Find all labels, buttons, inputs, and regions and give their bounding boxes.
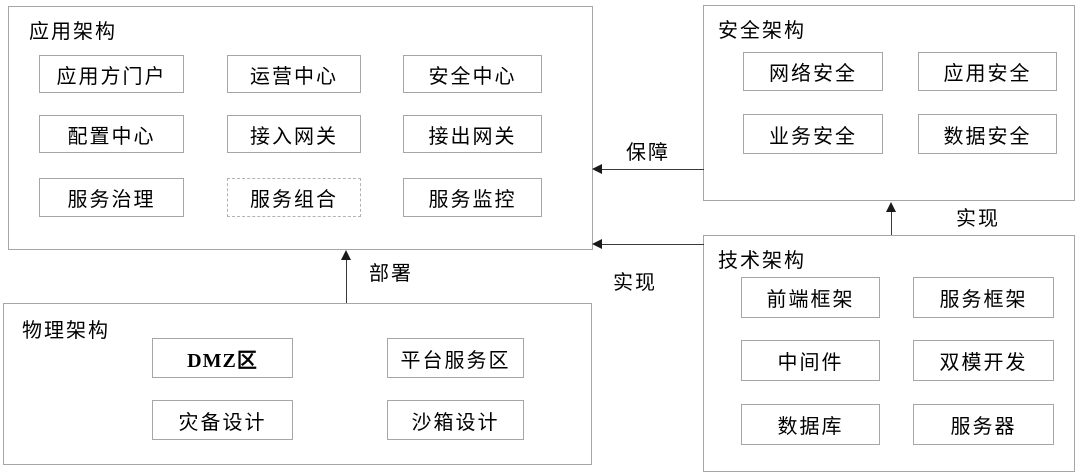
arrow-up-head-icon [341, 250, 351, 260]
group-security-architecture: 安全架构 网络安全 应用安全 业务安全 数据安全 [703, 5, 1075, 201]
item-service-framework: 服务框架 [913, 277, 1054, 318]
item-application-security: 应用安全 [918, 52, 1057, 91]
group-security-architecture-title: 安全架构 [718, 20, 806, 42]
item-data-security: 数据安全 [918, 114, 1057, 154]
arrow-realize-tech-to-security-label: 实现 [956, 202, 1000, 231]
item-dmz-zone: DMZ区 [152, 338, 293, 378]
group-physical-architecture: 物理架构 DMZ区 平台服务区 灾备设计 沙箱设计 [3, 303, 592, 465]
item-security-center: 安全中心 [403, 55, 542, 93]
item-service-monitoring: 服务监控 [403, 178, 542, 217]
arrow-left-head-icon [592, 239, 602, 249]
item-business-security: 业务安全 [743, 114, 883, 154]
item-frontend-framework: 前端框架 [741, 277, 880, 318]
group-technology-architecture-title: 技术架构 [718, 250, 806, 272]
arrow-deploy-line [346, 259, 347, 303]
arrow-realize-tech-to-app-line [599, 244, 704, 245]
group-technology-architecture: 技术架构 前端框架 服务框架 中间件 双模开发 数据库 服务器 [703, 235, 1075, 472]
item-network-security: 网络安全 [743, 52, 883, 91]
arrow-realize-tech-to-app-label: 实现 [613, 266, 657, 295]
arrow-realize-tech-to-security-line [891, 211, 892, 235]
group-physical-architecture-title: 物理架构 [22, 320, 110, 342]
item-disaster-recovery-design: 灾备设计 [152, 400, 293, 440]
item-sandbox-design: 沙箱设计 [387, 400, 524, 440]
arrow-guarantee-label: 保障 [626, 136, 670, 165]
item-service-governance: 服务治理 [39, 178, 184, 217]
item-outbound-gateway: 接出网关 [403, 115, 542, 153]
item-app-portal: 应用方门户 [39, 55, 184, 93]
arrow-up-head-icon [886, 202, 896, 212]
item-database: 数据库 [741, 404, 880, 445]
item-service-composition: 服务组合 [227, 178, 361, 217]
item-config-center: 配置中心 [39, 115, 184, 153]
group-application-architecture: 应用架构 应用方门户 运营中心 安全中心 配置中心 接入网关 接出网关 服务治理… [8, 6, 593, 250]
item-operations-center: 运营中心 [227, 55, 361, 93]
arrow-guarantee-line [599, 169, 704, 170]
item-server: 服务器 [913, 404, 1054, 445]
item-platform-service-zone: 平台服务区 [387, 338, 524, 378]
arrow-deploy-label: 部署 [369, 257, 413, 286]
item-middleware: 中间件 [741, 340, 880, 381]
item-dual-mode-development: 双模开发 [913, 340, 1054, 381]
arrow-left-head-icon [592, 164, 602, 174]
item-inbound-gateway: 接入网关 [227, 115, 361, 153]
group-application-architecture-title: 应用架构 [29, 21, 117, 43]
